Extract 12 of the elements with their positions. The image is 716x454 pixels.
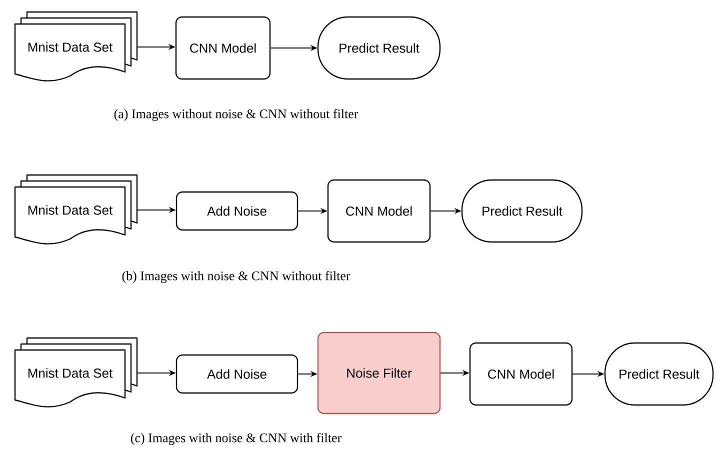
document-stack: Mnist Data Set <box>14 11 138 82</box>
process-box: CNN Model <box>175 16 271 80</box>
document-stack: Mnist Data Set <box>14 174 138 244</box>
caption: (b) Images with noise & CNN without filter <box>122 271 350 283</box>
caption: (a) Images without noise & CNN without filter <box>114 109 358 121</box>
process-box: Add Noise <box>176 191 298 231</box>
document-stack: Mnist Data Set <box>14 337 138 408</box>
caption: (c) Images with noise & CNN with filter <box>130 433 342 445</box>
filter-box: Noise Filter <box>317 332 441 414</box>
process-box: CNN Model <box>469 342 573 406</box>
process-box: CNN Model <box>327 179 431 243</box>
process-box: Add Noise <box>176 354 298 394</box>
